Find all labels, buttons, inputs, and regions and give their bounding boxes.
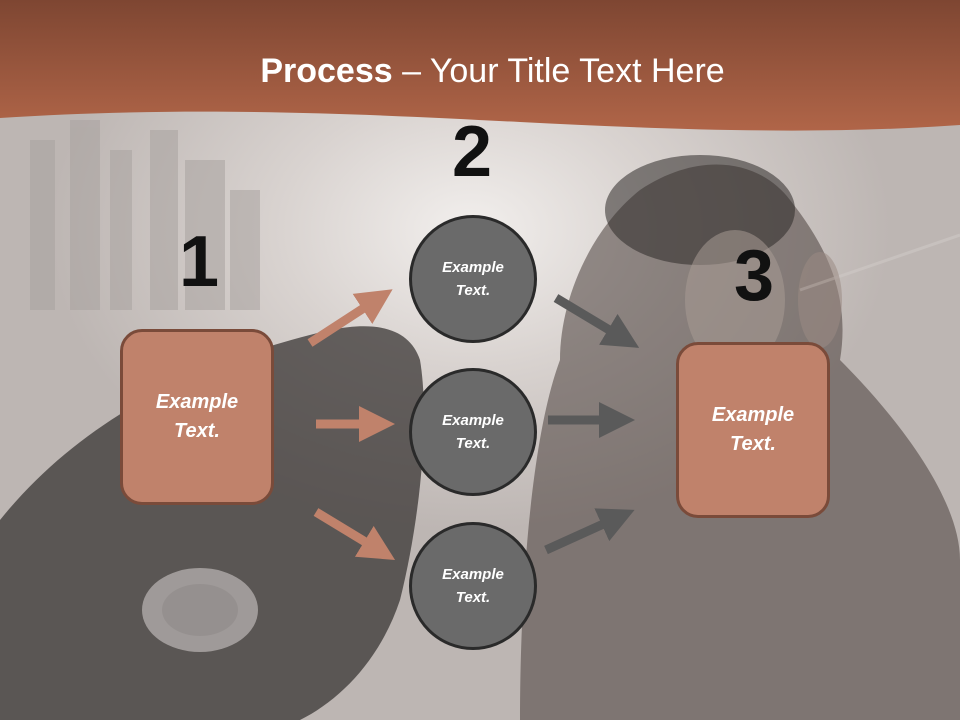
circle-bottom-text: Example Text. — [442, 566, 504, 606]
title-rest: – Your Title Text Here — [392, 52, 725, 90]
arrow-bottom-to-right — [544, 508, 635, 555]
step-number-2: 2 — [451, 112, 493, 192]
circle-top: Example Text. — [409, 215, 537, 343]
right-box: Example Text. — [676, 342, 830, 518]
circle-bottom: Example Text. — [409, 522, 537, 650]
slide-title: Process – Your Title Text Here — [0, 52, 960, 91]
arrow-left-to-bottom — [313, 508, 396, 561]
step-number-1: 1 — [178, 222, 220, 302]
arrow-top-to-right — [553, 294, 640, 348]
arrow-left-to-top — [307, 289, 393, 347]
circle-top-text: Example Text. — [442, 259, 504, 299]
title-bold: Process — [260, 52, 393, 90]
step-number-3: 3 — [733, 236, 775, 316]
right-box-text: Example Text. — [711, 404, 795, 455]
circle-mid: Example Text. — [409, 368, 537, 496]
circle-mid-text: Example Text. — [442, 412, 504, 452]
left-box-text: Example Text. — [155, 391, 239, 442]
header-band — [0, 0, 960, 131]
left-box: Example Text. — [120, 329, 274, 505]
